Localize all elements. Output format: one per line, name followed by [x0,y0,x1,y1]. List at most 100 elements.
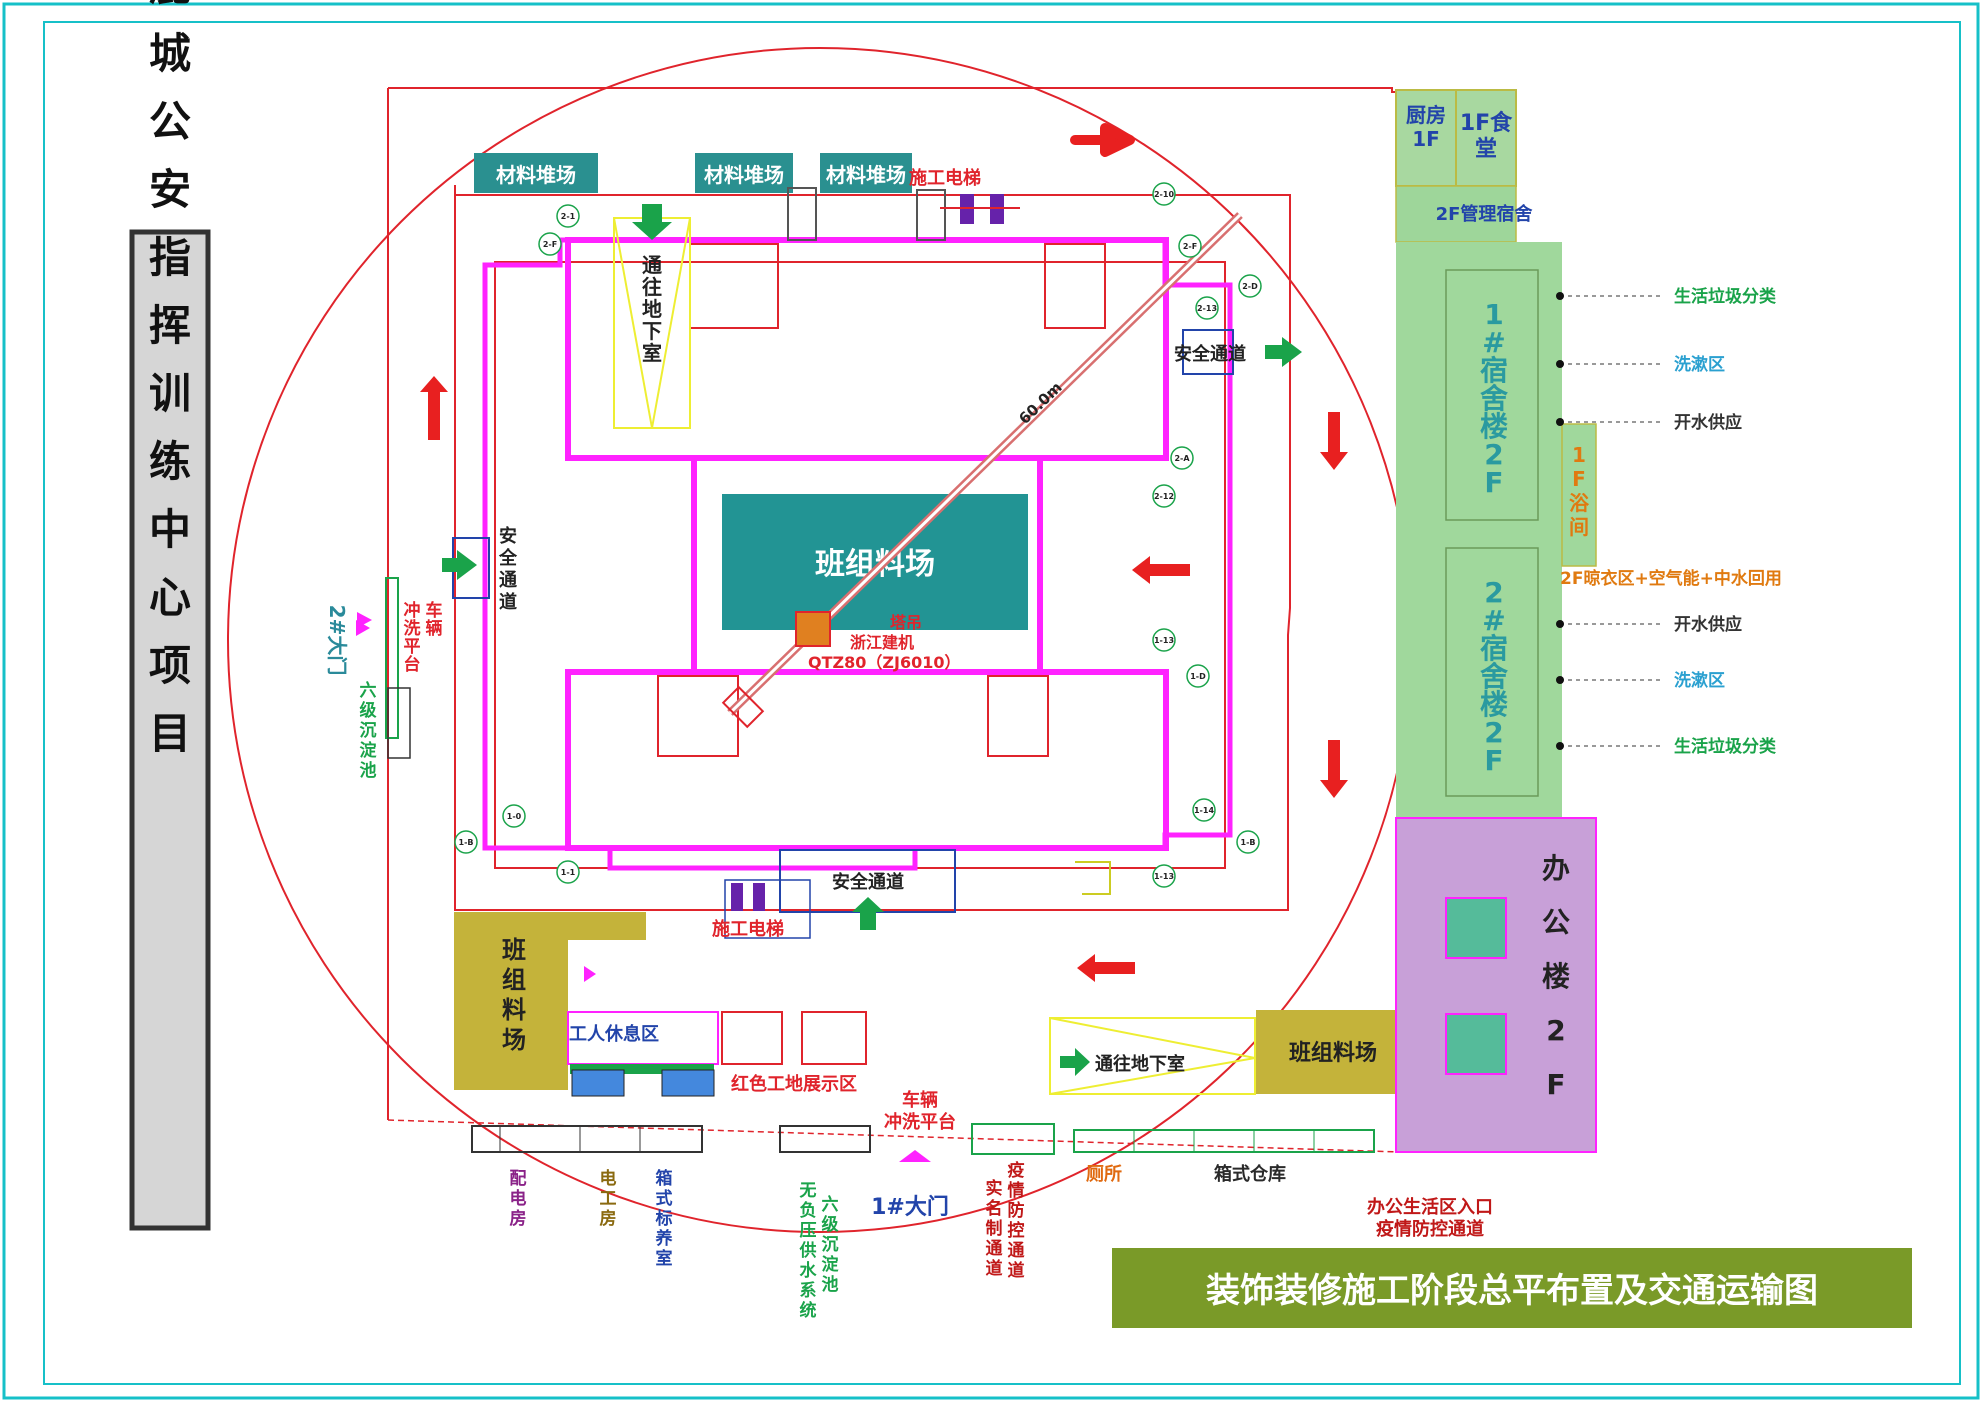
hoist-top-label: 施工电梯 [909,167,981,189]
underground-access-bottom-box [1049,1017,1256,1095]
curing-room-label: 箱式标养室 [655,1168,674,1269]
underground-access-top-label: 通往地下室 [642,253,662,365]
hoist-bottom-label: 施工电梯 [712,918,784,940]
axis-marker [1178,234,1202,258]
traffic-arrow-right [1070,123,1135,157]
water-supply-2-label: 开水供应 [1674,614,1742,635]
axis-marker-label: 2-D [1242,282,1258,291]
power-room-label: 配电房 [510,1169,527,1229]
axis-marker [556,204,580,228]
wash-platform-1-label: 车辆冲洗平台 [884,1089,956,1133]
dorm1-box [1445,269,1539,521]
sediment-pool-left-label: 六级沉淀池 [360,680,378,781]
side-leaders [1556,292,1664,750]
safety-passage-right-label: 安全通道 [1174,343,1246,365]
wash-area-1-label: 洗漱区 [1674,354,1725,375]
gate2-marker [356,620,370,636]
axis-marker-label: 2-12 [1154,492,1174,501]
axis-marker-label: 1-0 [507,812,522,821]
crane-label-1: 塔吊 [890,613,922,632]
material-yard-1-box [474,153,598,193]
underground-access-bottom-label: 通往地下室 [1095,1053,1185,1075]
axis-marker [1238,274,1262,298]
arrow-down-green [632,204,672,240]
material-yard-1-label: 材料堆场 [496,163,576,187]
material-yard-2-label: 材料堆场 [704,163,784,187]
warehouse-label: 箱式仓库 [1214,1163,1286,1185]
traffic-arrow-left-2 [1077,954,1095,982]
team-yard-bottom-label: 班组料场 [1289,1040,1377,1066]
axis-markers: 2-12-F2-102-F2-D2-132-A2-121-131-D1-141-… [454,182,1262,888]
axis-marker [1152,484,1176,508]
team-yard-left-label: 班组料场 [502,936,526,1054]
office-entry-label: 办公生活区入口 [1367,1196,1493,1218]
bottom-facilities-left [471,1125,703,1153]
canteen-label: 1F食堂 [1460,110,1513,162]
axis-marker-label: 2-F [543,240,557,249]
team-yard-bottom-box [1256,1010,1396,1094]
arrow-right-green-1 [442,550,477,580]
site-boundary-bottom [387,1119,1401,1153]
epidemic-passage-label: 疫情防控通道 [1008,1160,1025,1281]
dorm-area-bg [1396,242,1562,820]
axis-marker [538,232,562,256]
canteen-box [1455,89,1517,187]
traffic-arrow-down-2 [1320,780,1348,798]
axis-marker [1170,446,1194,470]
drawing-title-box [1112,1248,1912,1328]
traffic-arrow-up-shaft [428,392,440,440]
axis-marker-label: 1-13 [1154,872,1174,881]
electrician-room-label: 电工房 [600,1168,617,1229]
team-yard-left-box [454,912,568,1090]
water-supply-1-label: 开水供应 [1674,412,1742,433]
laundry-label: 2F晾衣区+空气能+中水回用 [1560,568,1782,589]
bath-box [1561,423,1597,567]
axis-marker-label: 1-D [1190,672,1206,681]
worker-rest-area-box [567,1011,719,1065]
crane-base [795,611,831,647]
garbage-sort-1-label: 生活垃圾分类 [1674,286,1777,307]
traffic-arrow-left-1 [1132,556,1150,584]
axis-marker [1236,830,1260,854]
gate1-marker [899,1150,931,1162]
project-title-box [129,229,211,1231]
axis-marker [502,804,526,828]
mgmt-dorm-label: 2F管理宿舍 [1436,203,1534,225]
arrow-up-green [852,897,884,930]
team-yard-center-box [722,494,1028,630]
internal-road [454,185,1291,911]
crane-label-3: QTZ80（ZJ6010） [808,653,960,672]
traffic-arrow-down-1 [1320,452,1348,470]
garbage-sort-2-label: 生活垃圾分类 [1674,736,1777,757]
safety-passage-left-label: 安全通道 [498,525,518,613]
axis-marker-label: 1-14 [1194,806,1214,815]
worker-rest-area-label: 工人休息区 [569,1023,659,1045]
safety-passage-bottom-label: 安全通道 [832,871,904,893]
wash-platform-2-label-b: 车辆 [426,600,443,639]
axis-marker [1192,798,1216,822]
axis-marker-label: 1-B [1241,838,1256,847]
realname-passage-label: 实名制通道 [986,1178,1003,1279]
pump-system-label: 无负压供水系统 [799,1181,818,1321]
toilet-label: 厕所 [1086,1164,1122,1185]
epidemic-entry-label: 疫情防控通道 [1376,1218,1484,1240]
axis-marker-label: 2-A [1174,454,1190,463]
axis-marker [1152,864,1176,888]
traffic-arrow-up [420,376,448,392]
drawing-title: 装饰装修施工阶段总平布置及交通运输图 [1206,1271,1818,1311]
axis-marker-label: 1-1 [561,868,576,877]
inner-frame [43,21,1961,1385]
crane-label-2: 浙江建机 [850,633,914,652]
office-box [1395,817,1597,1153]
site-boundary-top [388,87,1395,93]
wash-platform-2-label: 冲洗平台 [404,600,421,675]
warehouse-box [1073,1129,1375,1153]
axis-marker [1195,296,1219,320]
